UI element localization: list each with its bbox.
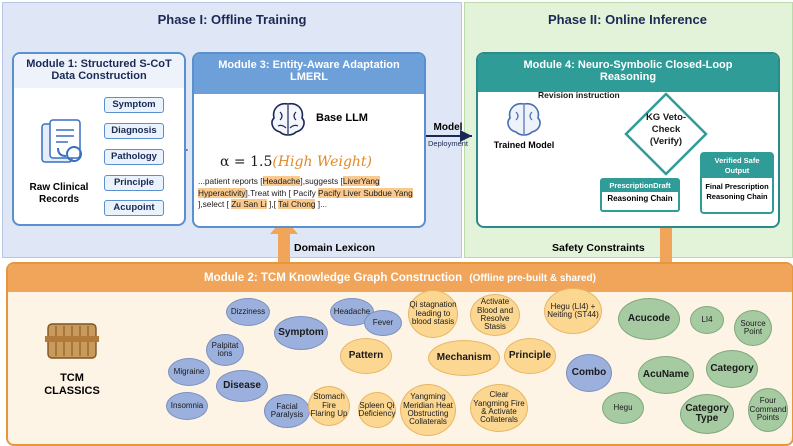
node-hegu-neiting: Hegu (LI4) + Neiting (ST44) xyxy=(544,288,602,334)
node-source-point: Source Point xyxy=(734,310,772,346)
kg-veto-label: KG Veto-Check (Verify) xyxy=(645,112,687,147)
step-acupoint: Acupoint xyxy=(104,200,164,216)
module3-panel: Module 3: Entity-Aware Adaptation LMERL … xyxy=(192,52,426,228)
entity-zusanli: Zu San Li xyxy=(231,199,267,209)
entity-pacify-liver: Pacify Liver Subdue Yang xyxy=(318,187,413,198)
node-clear-yangming: Clear Yangming Fire & Activate Collatera… xyxy=(470,384,528,432)
sample-text: ],[ xyxy=(266,199,279,209)
sample-text: ...patient reports [ xyxy=(198,176,263,186)
node-mechanism: Mechanism xyxy=(428,340,500,376)
node-principle: Principle xyxy=(504,338,556,374)
model-label: Model xyxy=(433,122,463,133)
node-category-type: Category Type xyxy=(680,394,734,434)
node-spleen-qi: Spleen Qi Deficiency xyxy=(358,392,396,428)
node-yangming-heat: Yangming Meridian Heat Obstructing Colla… xyxy=(400,384,456,436)
node-dizziness: Dizziness xyxy=(226,298,270,326)
node-acuname: AcuName xyxy=(638,356,694,394)
clinical-records-icon xyxy=(41,119,82,163)
prescription-draft-label: PrescriptionDraft xyxy=(602,180,678,192)
node-fever: Fever xyxy=(364,310,402,336)
node-palpitations: Palpitat ions xyxy=(206,334,244,366)
weight-formula: α = 1.5(High Weight) xyxy=(220,154,372,170)
annotated-sample: ...patient reports [Headache],suggests [… xyxy=(198,176,416,211)
node-four-command: Four Command Points xyxy=(748,388,788,432)
node-hegu: Hegu xyxy=(602,392,644,424)
sample-text: ].Treat with [ Pacify xyxy=(245,187,319,198)
module2-title-bar: Module 2: TCM Knowledge Graph Constructi… xyxy=(8,264,792,292)
kg-check-diamond xyxy=(624,92,708,176)
node-li4: LI4 xyxy=(690,306,724,334)
reasoning-chain-label: Reasoning Chain xyxy=(607,194,673,203)
node-qi-stagnation: Qi stagnation leading to blood stasis xyxy=(408,290,458,338)
trained-model-label: Trained Model xyxy=(493,140,555,150)
classics-label: TCM CLASSICS xyxy=(44,372,100,397)
node-activate-blood: Activate Blood and Resolve Stasis xyxy=(470,294,520,336)
entity-headache: Headache xyxy=(262,176,301,186)
node-symptom: Symptom xyxy=(274,316,328,350)
base-llm-label: Base LLM xyxy=(316,112,368,124)
safety-constraints-label: Safety Constraints xyxy=(552,242,645,254)
draft-box: PrescriptionDraft Reasoning Chain xyxy=(600,178,680,212)
brain-icon xyxy=(271,102,305,136)
module2-subtitle: (Offline pre-built & shared) xyxy=(469,273,596,284)
verified-title: Verified Safe Output xyxy=(702,154,772,178)
formula-suffix: (High Weight) xyxy=(272,154,373,170)
node-category: Category xyxy=(706,350,758,388)
node-stomach-fire: Stomach Fire Flaring Up xyxy=(308,386,350,426)
module2-panel: Module 2: TCM Knowledge Graph Constructi… xyxy=(6,262,793,446)
raw-records-label: Raw Clinical Records xyxy=(29,182,89,205)
node-acucode: Acucode xyxy=(618,298,680,340)
deployment-label: Deployment xyxy=(427,139,469,148)
verified-body: Final Prescription Reasoning Chain xyxy=(705,182,769,201)
module4-title: Module 4: Neuro-Symbolic Closed-Loop Rea… xyxy=(478,54,778,92)
formula-prefix: α = 1.5 xyxy=(220,154,273,170)
module4-panel: Module 4: Neuro-Symbolic Closed-Loop Rea… xyxy=(476,52,780,228)
module2-title: Module 2: TCM Knowledge Graph Constructi… xyxy=(204,272,463,284)
module3-title: Module 3: Entity-Aware Adaptation LMERL xyxy=(194,54,424,94)
node-pattern: Pattern xyxy=(340,338,392,374)
trained-brain-icon xyxy=(507,102,541,136)
step-diagnosis: Diagnosis xyxy=(104,123,164,139)
step-pathology: Pathology xyxy=(104,149,164,165)
phase1-title: Phase I: Offline Training xyxy=(157,12,307,27)
module1-title: Module 1: Structured S-CoT Data Construc… xyxy=(14,54,184,88)
phase2-title: Phase II: Online Inference xyxy=(548,12,707,27)
module1-panel: Module 1: Structured S-CoT Data Construc… xyxy=(12,52,186,226)
bamboo-scroll-icon xyxy=(45,323,99,359)
domain-lexicon-label: Domain Lexicon xyxy=(294,242,376,254)
node-combo: Combo xyxy=(566,354,612,392)
node-disease: Disease xyxy=(216,370,268,402)
entity-taichong: Tai Chong xyxy=(278,199,316,209)
step-symptom: Symptom xyxy=(104,97,164,113)
node-insomnia: Insomnia xyxy=(166,392,208,420)
step-principle: Principle xyxy=(104,175,164,191)
sample-text: ],select [ xyxy=(198,199,232,209)
verified-output-box: Verified Safe Output Final Prescription … xyxy=(700,152,774,214)
sample-text: ],suggests [ xyxy=(300,176,343,186)
node-facial-paralysis: Facial Paralysis xyxy=(264,394,310,428)
sample-text: ]... xyxy=(315,199,328,209)
revision-label: Revision instruction xyxy=(538,90,620,100)
node-migraine: Migraine xyxy=(168,358,210,386)
